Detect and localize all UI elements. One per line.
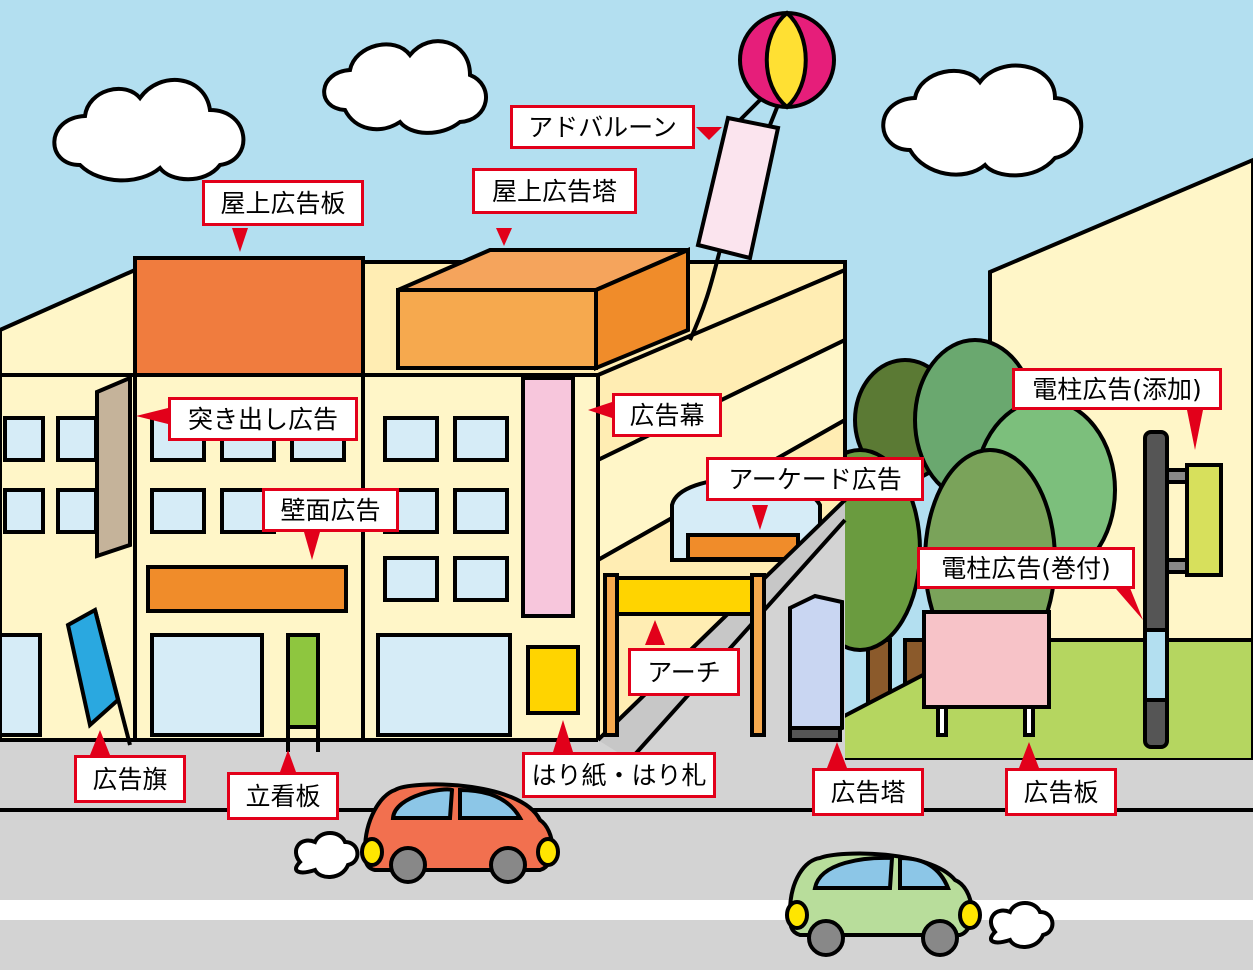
label-rooftop-tower: 屋上広告塔 [472,168,637,214]
standing-sign [286,633,320,752]
label-banner: 広告幕 [612,393,722,437]
vertical-banner [521,376,575,618]
road-line [0,900,1253,920]
label-pole-ad-wrapped: 電柱広告(巻付) [917,547,1135,589]
arch [603,573,766,737]
label-projecting-sign: 突き出し広告 [168,397,358,441]
label-pointers [90,127,1203,772]
ad-tower [788,593,844,742]
label-arcade-ad: アーケード広告 [706,457,924,501]
cloud [52,77,246,183]
label-ad-board: 広告板 [1005,768,1117,816]
red-car [294,782,560,884]
label-ad-tower: 広告塔 [812,768,924,816]
label-ad-balloon: アドバルーン [510,105,695,149]
label-pole-ad-attached: 電柱広告(添加) [1012,368,1222,410]
cloud [322,39,488,135]
label-standing-sign: 立看板 [227,772,339,820]
ad-board [922,610,1051,737]
cloud [881,63,1084,178]
wall-ad [146,565,348,613]
poster [526,645,580,715]
rooftop-billboard [133,256,365,377]
telephone-pole [1143,430,1223,749]
green-car [785,851,1055,957]
label-wall-ad: 壁面広告 [262,488,399,532]
label-posters: はり紙・はり札 [522,752,716,798]
ad-balloon [688,10,836,341]
rooftop-tower [396,246,690,371]
label-arch: アーチ [628,648,740,696]
label-rooftop-billboard: 屋上広告板 [202,180,364,226]
flag [65,606,132,746]
projecting-sign [95,374,132,559]
label-flag: 広告旗 [74,755,186,803]
